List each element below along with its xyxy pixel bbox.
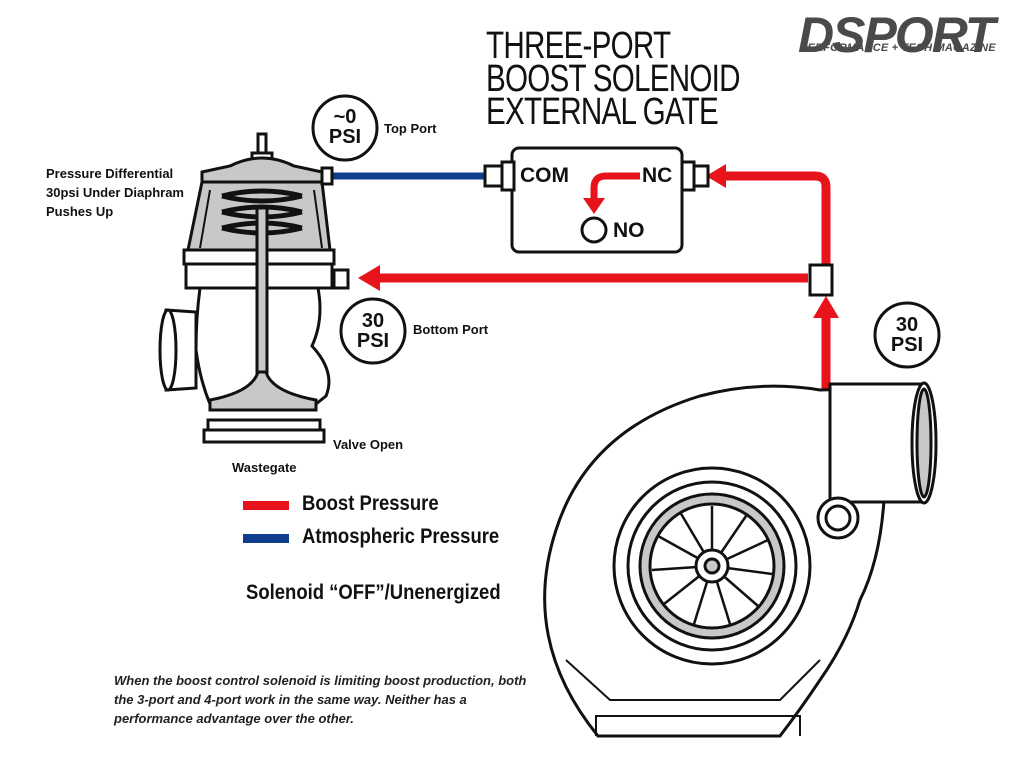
badge-top-value: ~0 (333, 106, 357, 128)
legend-boost-swatch (243, 501, 289, 510)
diagram-title: THREE-PORT BOOST SOLENOID EXTERNAL GATE (486, 25, 811, 133)
badge-bottom-unit: PSI (356, 330, 390, 352)
badge-bottom: 30 PSI (341, 311, 405, 351)
label-pressure-differential: Pressure Differential 30psi Under Diaphr… (46, 164, 184, 221)
solenoid-flow-arrow (590, 172, 640, 202)
nc-port-fitting-nut (692, 164, 710, 188)
logo-wordmark: DSPORT (798, 7, 995, 63)
label-wastegate: Wastegate (232, 460, 297, 475)
badge-turbo-value: 30 (895, 314, 919, 336)
com-port-fitting-nut (500, 160, 516, 192)
solenoid-flow-arrowhead (583, 198, 605, 214)
diff-line-1: Pressure Differential (46, 166, 174, 181)
label-top-port: Top Port (384, 121, 437, 136)
title-line-3: EXTERNAL GATE (486, 91, 719, 133)
nc-port-fitting (680, 160, 696, 192)
caption: When the boost control solenoid is limit… (114, 673, 527, 726)
boost-arrow-bottom-port (358, 265, 380, 291)
badge-top: ~0 PSI (313, 107, 377, 147)
boost-arrow-compressor (813, 296, 839, 318)
label-bottom-port: Bottom Port (413, 322, 489, 337)
title-line-1: THREE-PORT (486, 25, 671, 67)
tee-fitting (808, 263, 834, 297)
boost-arrow-nc (706, 164, 726, 188)
badge-turbo-circle (873, 301, 941, 369)
wastegate (158, 132, 350, 444)
solenoid-com-label: COM (520, 164, 569, 187)
boost-line-nc (720, 171, 831, 268)
badge-bottom-value: 30 (361, 310, 385, 332)
legend-atmo-swatch (243, 534, 289, 543)
logo-tagline: PERFORMANCE + TECH MAGAZINE (800, 42, 996, 54)
badge-turbo: 30 PSI (875, 315, 939, 355)
badge-top-unit: PSI (328, 126, 362, 148)
title-line-2: BOOST SOLENOID (486, 58, 741, 100)
badge-bottom-circle (339, 297, 407, 365)
no-port-circle (580, 216, 608, 244)
legend-boost-label: Boost Pressure (302, 492, 439, 515)
diff-line-2: 30psi Under Diaphram (46, 185, 184, 200)
turbocharger (543, 381, 938, 738)
solenoid-nc-label: NC (642, 164, 673, 187)
badge-top-circle (311, 94, 379, 162)
solenoid-no-label: NO (613, 219, 645, 242)
diff-line-3: Pushes Up (46, 204, 114, 219)
solenoid-state-label: Solenoid “OFF”/Unenergized (246, 581, 501, 604)
com-port-fitting (483, 164, 505, 188)
label-valve-open: Valve Open (333, 437, 404, 452)
legend-atmo-label: Atmospheric Pressure (302, 525, 500, 548)
badge-turbo-unit: PSI (890, 334, 924, 356)
